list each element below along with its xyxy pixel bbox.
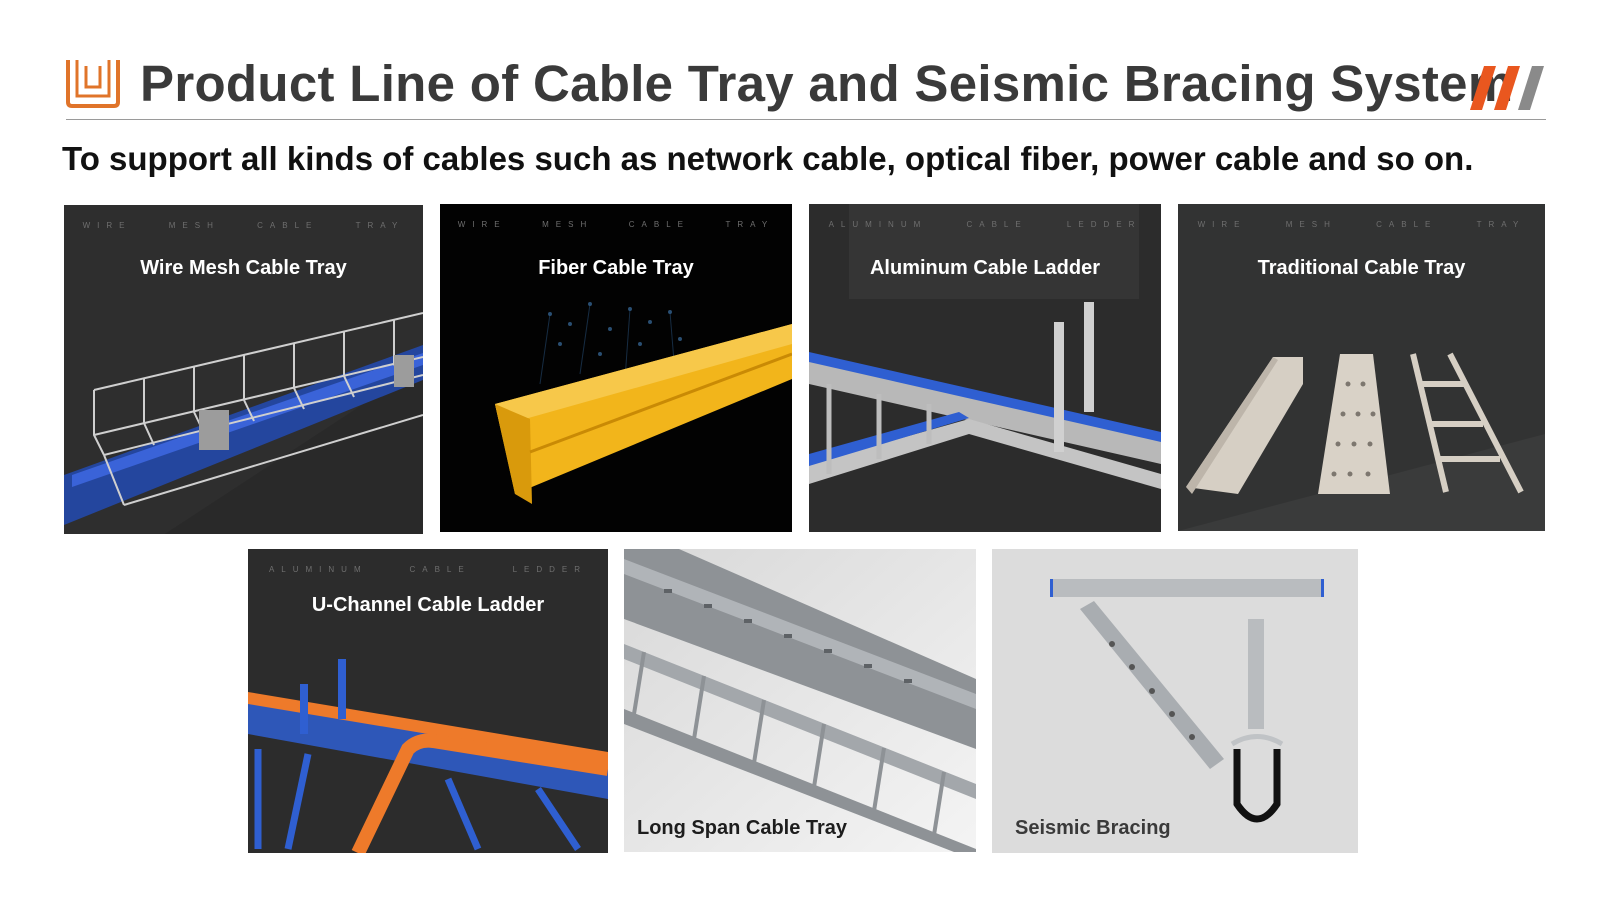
u-channel-ladder-image (248, 549, 608, 853)
product-title: Traditional Cable Tray (1257, 257, 1466, 279)
product-card-wire-mesh: WIRE MESH CABLE TRAY Wire Mesh Cable Tra… (64, 205, 423, 534)
product-title: Long Span Cable Tray (637, 817, 848, 839)
product-tagline: WIRE MESH CABLE TRAY (82, 221, 405, 230)
seismic-bracing-image (992, 549, 1358, 853)
product-card-traditional: WIRE MESH CABLE TRAY Traditional Cable T… (1178, 204, 1545, 531)
fiber-tray-image (440, 204, 792, 532)
triple-slash-icon (1470, 66, 1544, 110)
slide-header: Product Line of Cable Tray and Seismic B… (62, 52, 1562, 120)
page-subtitle: To support all kinds of cables such as n… (62, 140, 1474, 177)
product-tagline: ALUMINUM CABLE LEDDER (828, 220, 1142, 229)
product-title: Aluminum Cable Ladder (869, 257, 1101, 279)
product-card-u-channel: ALUMINUM CABLE LEDDER U-Channel Cable La… (248, 549, 608, 853)
product-tagline: WIRE MESH CABLE TRAY (457, 220, 775, 229)
product-title: Seismic Bracing (1015, 817, 1171, 839)
product-card-aluminum-ladder: ALUMINUM CABLE LEDDER Aluminum Cable Lad… (809, 204, 1161, 532)
product-tagline: WIRE MESH CABLE TRAY (1197, 220, 1526, 229)
long-span-tray-image (624, 549, 976, 852)
product-card-seismic-bracing: Seismic Bracing (992, 549, 1358, 853)
page-title: Product Line of Cable Tray and Seismic B… (140, 55, 1514, 112)
product-title: Fiber Cable Tray (538, 257, 694, 279)
traditional-tray-image (1178, 204, 1545, 531)
header-divider (66, 119, 1546, 120)
aluminum-ladder-image (809, 204, 1161, 532)
u-tray-logo-icon (66, 60, 120, 108)
product-card-long-span: Long Span Cable Tray (624, 549, 976, 852)
wire-mesh-tray-image (64, 205, 423, 534)
product-card-fiber: WIRE MESH CABLE TRAY Fiber Cable Tray (440, 204, 792, 532)
product-title: U-Channel Cable Ladder (311, 594, 545, 616)
product-title: Wire Mesh Cable Tray (140, 257, 347, 279)
product-tagline: ALUMINUM CABLE LEDDER (268, 565, 588, 574)
